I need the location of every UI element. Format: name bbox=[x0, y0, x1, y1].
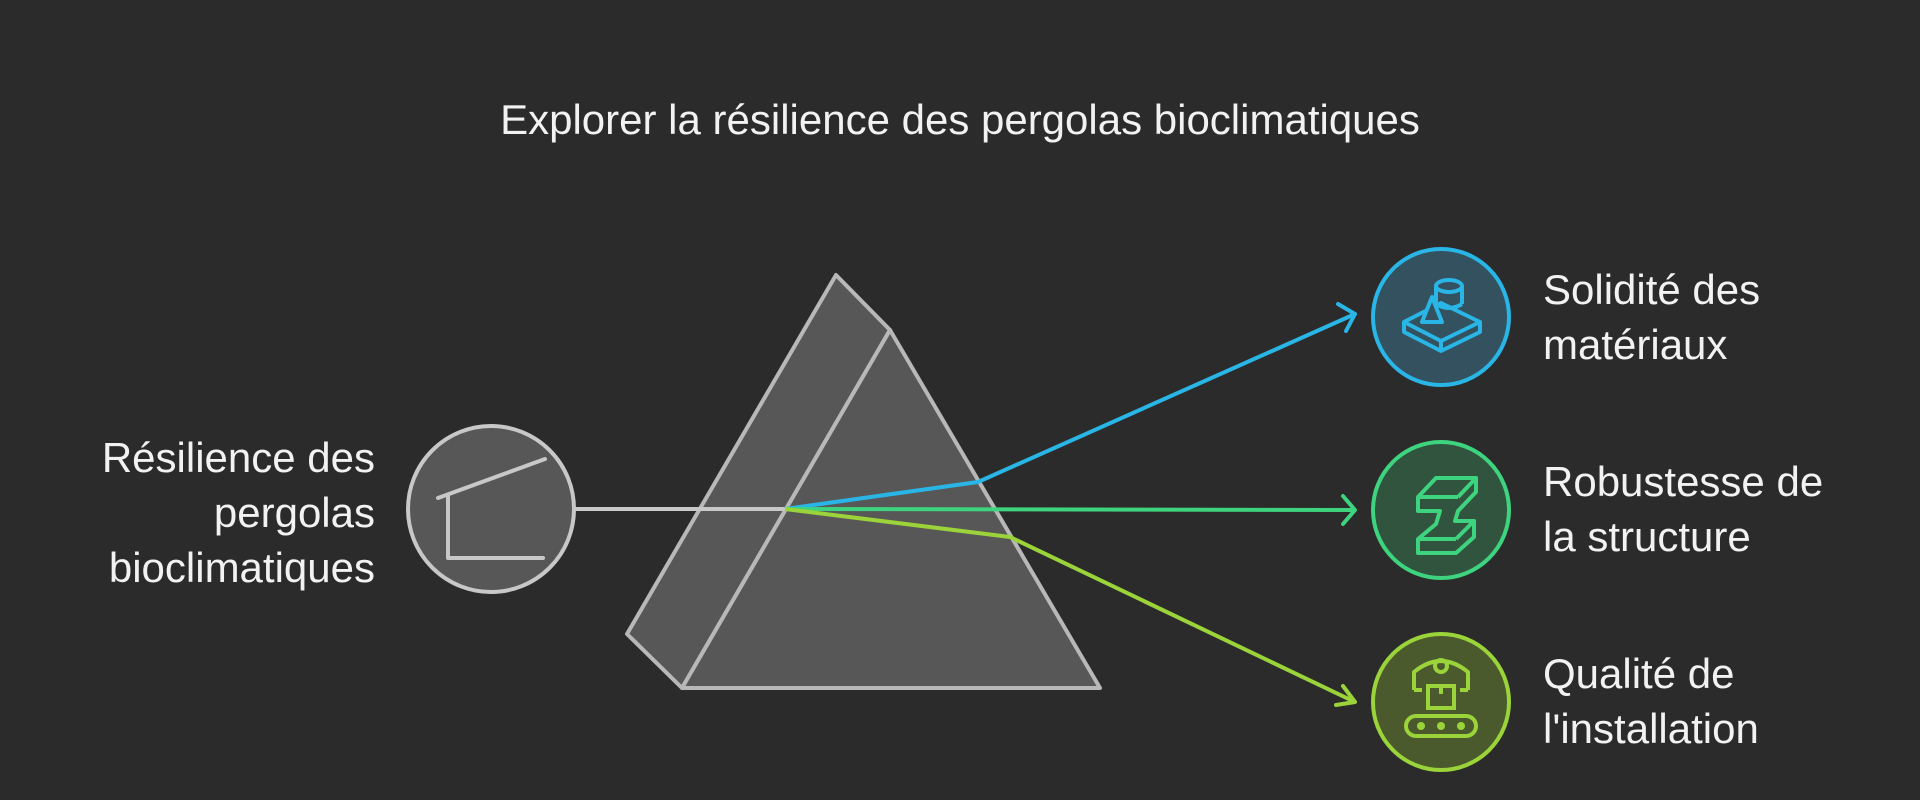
pergola-icon bbox=[406, 424, 576, 594]
ray-solidite bbox=[784, 312, 1356, 511]
diagram-title: Explorer la résilience des pergolas bioc… bbox=[500, 96, 1420, 143]
ray-qualite bbox=[784, 507, 1356, 704]
output-label-solidite: Solidité des matériaux bbox=[1543, 262, 1903, 372]
output-label-line: l'installation bbox=[1543, 705, 1759, 752]
output-label-qualite: Qualité de l'installation bbox=[1543, 646, 1903, 756]
output-label-robustesse: Robustesse de la structure bbox=[1543, 454, 1903, 564]
output-label-line: la structure bbox=[1543, 513, 1751, 560]
arrow-head-solidite bbox=[1336, 302, 1357, 333]
arrow-head-robustesse bbox=[1341, 494, 1357, 526]
material-solidity-icon bbox=[1371, 247, 1511, 387]
source-label: Résilience des pergolas bioclimatiques bbox=[35, 430, 375, 595]
output-label-line: Qualité de bbox=[1543, 650, 1735, 697]
arrow-head-qualite bbox=[1334, 684, 1357, 707]
robotic-assembly-icon bbox=[1371, 632, 1511, 772]
source-label-line: bioclimatiques bbox=[108, 544, 375, 591]
ray-robustesse bbox=[784, 507, 1356, 512]
source-label-line: pergolas bbox=[213, 489, 375, 536]
output-label-line: Robustesse de bbox=[1543, 458, 1824, 505]
steel-beam-icon bbox=[1371, 440, 1511, 580]
output-label-line: Solidité des bbox=[1543, 266, 1761, 313]
output-label-line: matériaux bbox=[1543, 321, 1728, 368]
source-label-line: Résilience des bbox=[101, 434, 375, 481]
